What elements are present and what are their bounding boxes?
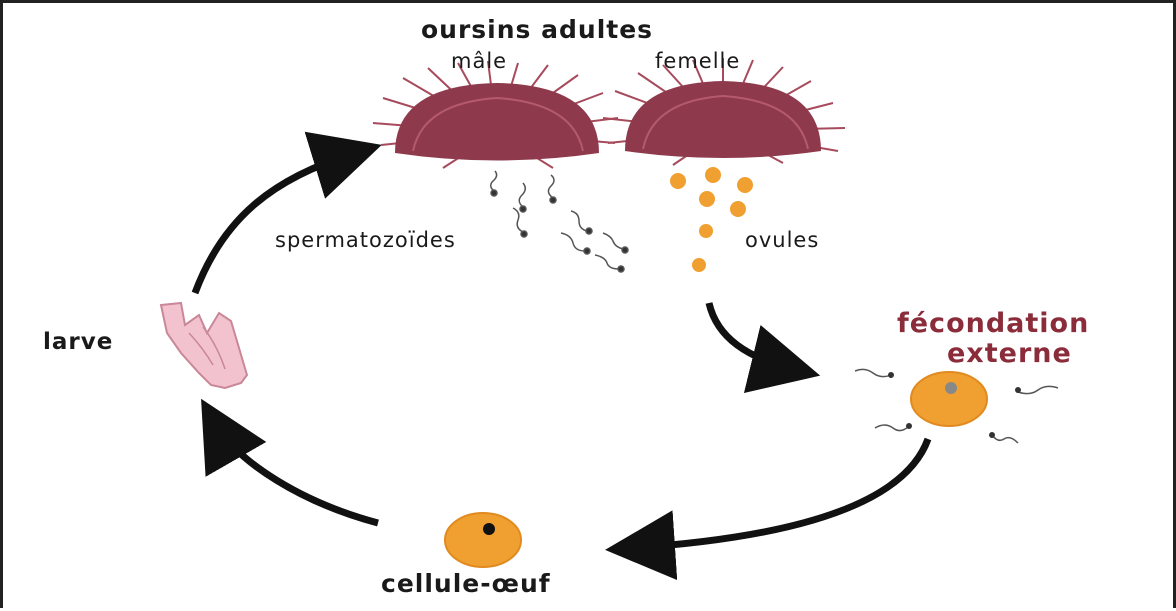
ova-illustration bbox=[670, 167, 753, 272]
female-label: femelle bbox=[655, 49, 740, 73]
diagram-title: oursins adultes bbox=[421, 15, 653, 44]
arrow-gametes-to-fertilization bbox=[709, 303, 793, 369]
male-label: mâle bbox=[451, 49, 507, 73]
spermatozoa-label: spermatozoïdes bbox=[275, 228, 456, 252]
female-urchin-illustration bbox=[603, 58, 845, 165]
arrow-egg-to-larva bbox=[215, 423, 378, 523]
larva-label: larve bbox=[43, 329, 113, 355]
male-urchin-illustration bbox=[373, 61, 618, 168]
arrow-larva-to-adults bbox=[195, 153, 355, 293]
spermatozoa-illustration bbox=[491, 171, 628, 272]
fertilization-illustration bbox=[855, 369, 1058, 443]
larva-illustration bbox=[161, 303, 247, 388]
fertilization-label-line2: externe bbox=[947, 338, 1072, 369]
arrow-fertilization-to-egg bbox=[633, 439, 928, 548]
egg-cell-label: cellule-œuf bbox=[381, 569, 551, 598]
ova-label: ovules bbox=[745, 228, 819, 252]
fertilization-label-line1: fécondation bbox=[897, 308, 1089, 339]
egg-cell-illustration bbox=[445, 513, 521, 567]
life-cycle-diagram bbox=[3, 3, 1176, 611]
